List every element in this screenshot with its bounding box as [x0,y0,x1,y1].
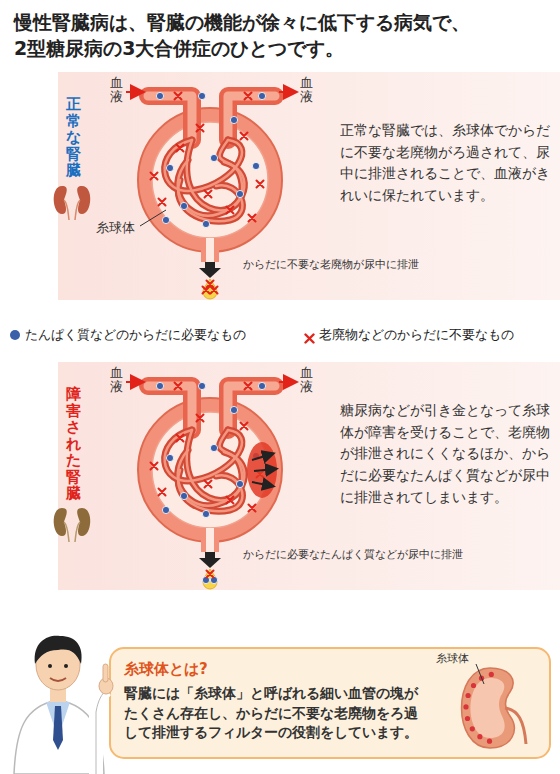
legend-text: たんぱく質などのからだに必要なもの [25,326,246,344]
legend-swatch [10,330,20,340]
info-box: 糸球体とは? 腎臓には「糸球体」と呼ばれる細い血管の塊がたくさん存在し、からだに不… [110,648,550,758]
panel-ground [58,72,560,300]
info-heading: 糸球体とは? [124,660,208,680]
glomerulus-dot [465,716,470,721]
glomerulus-dot [470,726,475,731]
waste-cross [207,281,214,288]
kidney-icon [54,186,91,220]
blood-label: 血液 [110,366,123,395]
caption: からだに不要な老廃物が尿中に排泄 [243,258,419,272]
leader-line [140,210,166,226]
waste-cross [207,571,214,578]
glomerulus-dot [471,683,476,688]
description: 正常な腎臓では、糸球体でからだに不要な老廃物がろ過されて、尿中に排泄されることで… [340,120,552,207]
legend-cross-symbol [304,329,315,340]
leader-line [476,664,484,684]
glomerulus-dot [463,704,468,709]
panel-ground [58,362,560,590]
part-label: 糸球体 [96,220,135,237]
legend-text: 老廃物などのからだに不要なもの [319,326,514,344]
normal-kidney-panel: 正常な腎臓 正常な腎臓では、糸球体でからだに不要な老廃物がろ過されて、尿中に排泄さ… [58,72,560,300]
glomerulus-dot [466,693,471,698]
info-box-ground [110,648,550,758]
glomerulus-dot [477,734,482,739]
part-label: 糸球体 [436,652,469,666]
page-title: 慢性腎臓病は、腎臓の機能が徐々に低下する病気で、2型糖尿病の3大合併症のひとつで… [14,10,480,61]
caption: からだに必要なたんぱく質などが尿中に排泄 [243,548,463,562]
glomerulus-dot [489,672,494,677]
info-body: 腎臓には「糸球体」と呼ばれる細い血管の塊がたくさん存在し、からだに不要な老廃物を… [124,684,429,743]
drop-particles [202,281,217,584]
blood-label: 血液 [300,366,313,395]
glomerulus-dot [487,739,492,744]
blood-label: 血液 [110,76,123,105]
kidney-section [462,668,527,748]
vertical-heading: 正常な腎臓 [66,96,81,179]
damaged-kidney-panel: 障害された腎臓 糖尿病などが引き金となって糸球体が障害を受けることで、老廃物が排泄… [58,362,560,590]
kidney-icon [54,508,91,542]
blood-label: 血液 [300,76,313,105]
doctor-figure [14,636,113,774]
description: 糖尿病などが引き金となって糸球体が障害を受けることで、老廃物が排泄されにくくなる… [340,400,552,508]
vertical-heading: 障害された腎臓 [66,386,81,502]
damage-site [247,442,277,498]
